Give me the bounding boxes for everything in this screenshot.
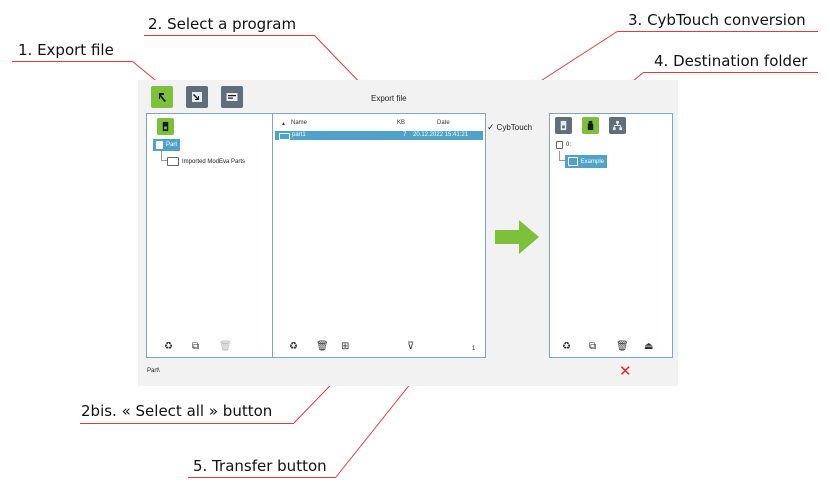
checkmark-icon: ✓ xyxy=(487,122,495,132)
sd-card-icon xyxy=(560,120,567,131)
folder-icon xyxy=(167,157,179,166)
usb-drive-icon xyxy=(587,120,594,131)
file-row-part1[interactable]: part1 7 20.12.2022 15:41:21 xyxy=(275,131,483,140)
import-file-icon xyxy=(192,92,202,102)
sort-indicator[interactable]: ▲ xyxy=(281,121,286,127)
folder-example[interactable]: Example xyxy=(565,155,607,168)
file-count: 1 xyxy=(472,346,476,352)
sd-card-drive-button[interactable] xyxy=(555,117,572,134)
network-icon xyxy=(612,120,623,131)
tree-connector xyxy=(559,151,566,161)
new-folder-icon[interactable]: ⧉ xyxy=(192,341,200,352)
part-folder-icon xyxy=(156,141,163,149)
network-drive-button[interactable] xyxy=(609,117,626,134)
callout-transfer: 5. Transfer button xyxy=(193,457,327,475)
column-header-name[interactable]: Name xyxy=(291,120,308,126)
callout-select-all-underline xyxy=(80,423,294,424)
callout-export-file-underline xyxy=(12,61,132,62)
tree-item-part[interactable]: Part xyxy=(153,139,181,151)
settings-panel-button[interactable] xyxy=(221,86,243,108)
export-file-window: Export file Part Imported ModEva Parts ♻… xyxy=(138,80,678,386)
eject-icon[interactable]: ⏏ xyxy=(644,341,654,352)
drive-root[interactable]: 0: xyxy=(556,141,571,149)
column-header-date[interactable]: Date xyxy=(437,120,450,126)
file-list-panel: ▲ Name KB Date part1 7 20.12.2022 15:41:… xyxy=(272,113,486,358)
tree-item-label: Part xyxy=(166,142,178,148)
refresh-icon[interactable]: ♻ xyxy=(562,341,571,352)
settings-panel-icon xyxy=(226,93,238,101)
cybtouch-label: CybTouch xyxy=(496,123,533,132)
export-file-button[interactable] xyxy=(151,86,173,108)
destination-panel: 0: Example ♻ ⧉ 🗑 ⏏ xyxy=(549,113,673,358)
callout-select-program-underline xyxy=(144,35,314,36)
callout-destination-folder-underline xyxy=(644,72,818,73)
refresh-icon[interactable]: ♻ xyxy=(289,341,298,352)
delete-icon[interactable]: 🗑 xyxy=(616,341,629,352)
filter-icon[interactable]: ⊽ xyxy=(407,341,415,352)
refresh-icon[interactable]: ♻ xyxy=(164,341,173,352)
folder-label: Example xyxy=(580,158,604,165)
folder-icon xyxy=(568,157,578,166)
select-all-icon[interactable]: ⊞ xyxy=(341,341,350,352)
source-drive-button[interactable] xyxy=(157,118,174,135)
delete-icon[interactable]: 🗑 xyxy=(219,341,232,352)
file-date: 20.12.2022 15:41:21 xyxy=(413,132,469,138)
file-size: 7 xyxy=(403,132,407,138)
program-file-icon xyxy=(279,133,290,140)
usb-drive-button[interactable] xyxy=(582,117,599,134)
new-folder-icon[interactable]: ⧉ xyxy=(589,341,597,352)
export-file-icon xyxy=(159,93,166,102)
column-header-kb[interactable]: KB xyxy=(397,120,406,126)
cancel-button[interactable]: ✕ xyxy=(619,363,632,380)
tree-connector xyxy=(161,151,168,161)
current-path: Part\ xyxy=(147,368,160,374)
import-file-button[interactable] xyxy=(186,86,208,108)
callout-cybtouch-conversion-underline xyxy=(618,31,818,32)
callout-destination-folder: 4. Destination folder xyxy=(654,52,808,70)
callout-export-file: 1. Export file xyxy=(18,41,114,59)
transfer-button[interactable] xyxy=(495,220,539,254)
file-name: part1 xyxy=(292,132,306,138)
source-tree-panel: Part Imported ModEva Parts ♻ ⧉ 🗑 xyxy=(146,113,273,358)
tree-item-imported[interactable]: Imported ModEva Parts xyxy=(167,157,245,166)
window-title: Export file xyxy=(371,94,407,103)
cybtouch-conversion-checkbox[interactable]: ✓ CybTouch xyxy=(487,122,532,133)
callout-cybtouch-conversion: 3. CybTouch conversion xyxy=(628,11,806,29)
delete-icon[interactable]: 🗑 xyxy=(316,341,329,352)
callout-select-all: 2bis. « Select all » button xyxy=(81,402,273,420)
tree-item-label: Imported ModEva Parts xyxy=(182,158,246,165)
drive-lock-icon xyxy=(556,141,563,149)
callout-transfer-underline xyxy=(188,477,336,478)
callout-select-program: 2. Select a program xyxy=(148,15,297,33)
transfer-arrow-icon xyxy=(495,220,539,254)
sd-card-icon xyxy=(162,121,169,132)
drive-label: 0: xyxy=(566,142,572,148)
